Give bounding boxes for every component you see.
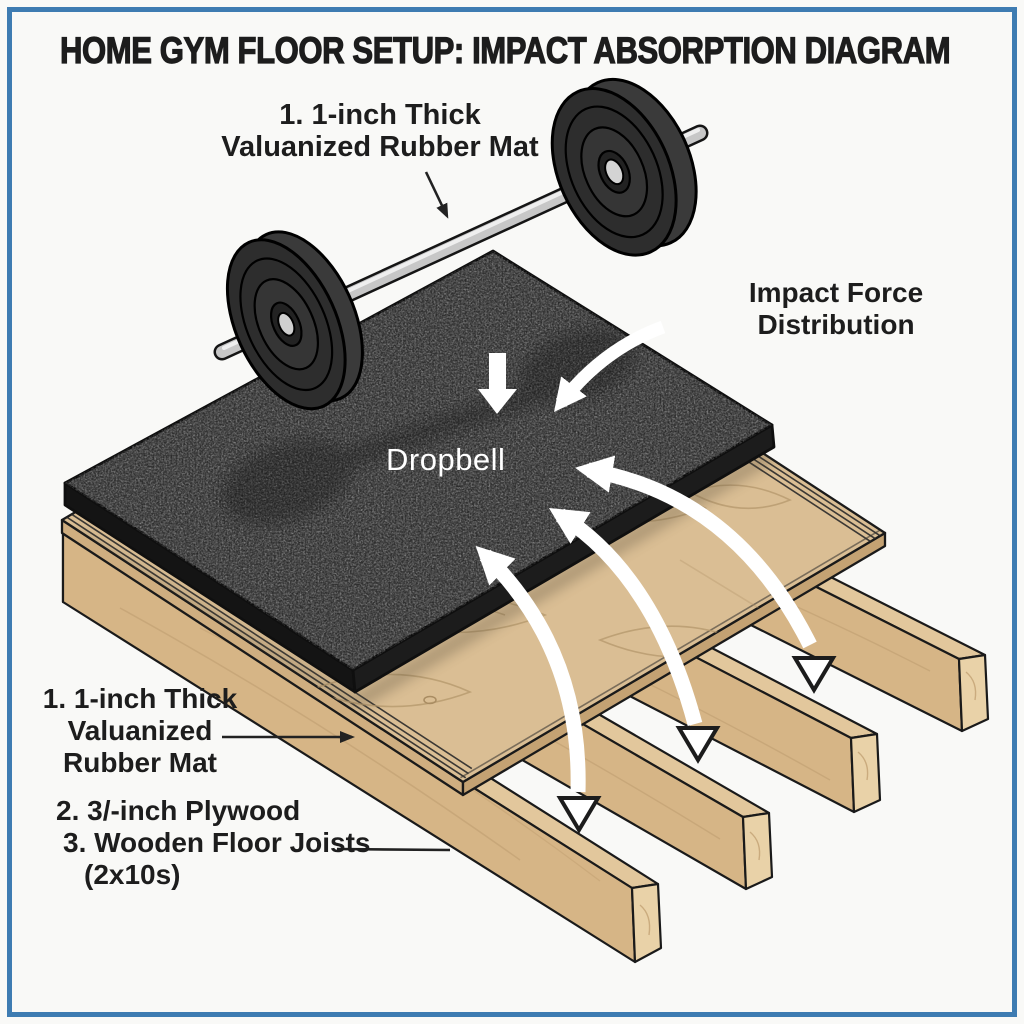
impact-arc-arrow-icon — [575, 455, 817, 649]
legend-joists-size: (2x10s) — [84, 858, 181, 890]
force-exit-triangle-icon — [556, 796, 602, 834]
force-exit-triangles — [556, 656, 837, 834]
legend-rubber-mat-line3: Rubber Mat — [63, 746, 217, 778]
legend-plywood: 2. 3/-inch Plywood — [56, 795, 301, 826]
barbell-plate — [225, 230, 364, 411]
impact-arc-arrow-icon — [554, 320, 666, 412]
mat-surface-text: Dropbell — [386, 442, 506, 477]
impact-down-arrow-icon — [478, 353, 517, 414]
callout-rubber-mat-line2: Valuanized Rubber Mat — [221, 130, 539, 163]
callout-rubber-mat-line1: 1. 1-inch Thick — [279, 99, 481, 131]
callout-rubber-mat: 1. 1-inch Thick Valuanized Rubber Mat — [213, 99, 547, 164]
legend-layers: 2. 3/-inch Plywood 3. Wooden Floor Joist… — [56, 795, 371, 891]
barbell-plate — [550, 77, 698, 257]
pointer-line — [336, 847, 451, 852]
force-exit-triangle-icon — [791, 656, 837, 694]
barbell-shadow — [221, 328, 636, 525]
callout-impact-line1: Impact Force — [748, 277, 924, 308]
force-exit-triangle-icon — [675, 726, 721, 764]
page-title: HOME GYM FLOOR SETUP: IMPACT ABSORPTION … — [59, 29, 951, 71]
legend-joists: 3. Wooden Floor Joists — [63, 826, 371, 858]
legend-rubber-mat-line2: Valuanized — [67, 714, 213, 746]
callout-impact-line2: Distribution — [757, 309, 915, 341]
legend-rubber-mat: 1. 1-inch Thick Valuanized Rubber Mat — [34, 683, 246, 779]
legend-rubber-mat-line1: 1. 1-inch Thick — [42, 683, 238, 714]
pointer-lines — [222, 171, 451, 852]
pointer-arrow-icon — [424, 171, 449, 219]
impact-arc-arrow-icon — [475, 545, 586, 793]
impact-force-arrows — [475, 320, 837, 834]
barbell-icon — [213, 77, 709, 411]
callout-impact-force: Impact Force Distribution — [731, 277, 941, 341]
impact-arc-arrow-icon — [548, 507, 703, 726]
